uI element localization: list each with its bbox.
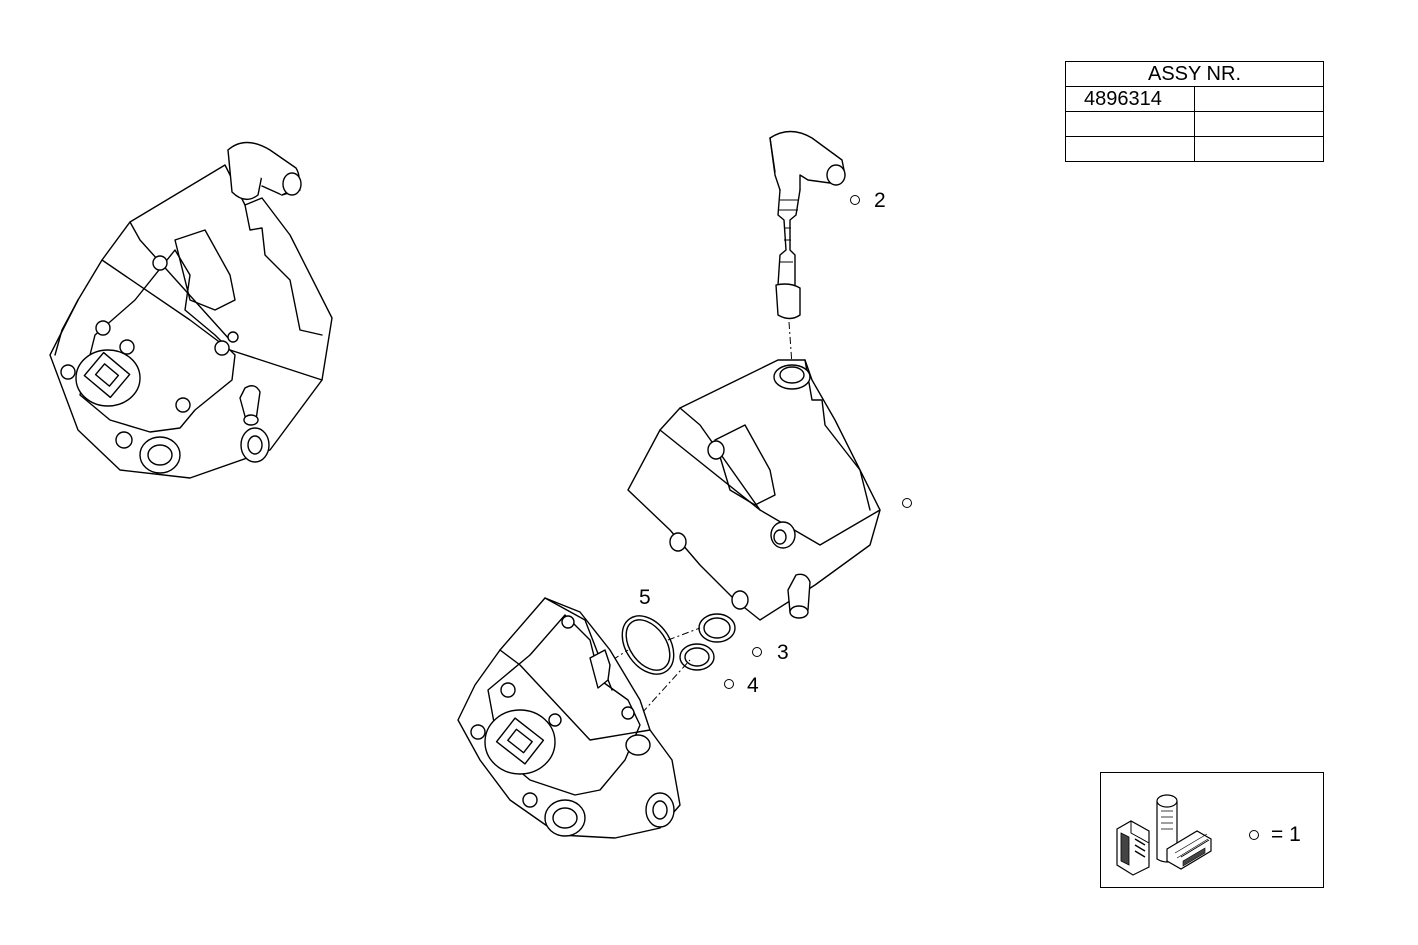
assembly-line — [788, 321, 793, 366]
assy-cell — [1194, 111, 1324, 137]
circle-icon — [724, 679, 734, 689]
spout-pipe-part — [769, 130, 846, 320]
assembly-line — [667, 627, 701, 641]
callout-5: 5 — [639, 586, 651, 609]
circle-icon — [752, 647, 762, 657]
housing-body-part — [627, 359, 881, 621]
assembled-housing — [49, 141, 333, 479]
circle-icon — [850, 195, 860, 205]
seal-ring-5 — [621, 615, 675, 675]
callout-3: 3 — [752, 641, 789, 664]
assy-number-cell: 4896314 — [1065, 86, 1195, 112]
svg-text:3: 3 — [777, 641, 789, 664]
legend-equals-text: = 1 — [1271, 823, 1301, 846]
svg-text:4: 4 — [747, 674, 759, 697]
seal-ring-3 — [698, 613, 736, 643]
manual-books-icon — [1116, 794, 1212, 876]
legend-box: = 1 — [1100, 772, 1324, 888]
circle-icon — [902, 498, 912, 508]
cover-plate-part — [457, 597, 681, 839]
callout-2: 2 — [850, 189, 886, 212]
svg-text:5: 5 — [639, 586, 651, 609]
assembly-line — [631, 659, 691, 725]
legend-equation: = 1 — [1249, 823, 1301, 847]
svg-text:2: 2 — [874, 189, 886, 212]
callout-housing — [902, 498, 912, 508]
assy-cell — [1065, 111, 1195, 137]
assy-number-table: ASSY NR. 4896314 — [1065, 61, 1324, 162]
assy-table-header: ASSY NR. — [1065, 61, 1324, 87]
assy-cell — [1065, 136, 1195, 162]
assy-cell — [1194, 86, 1324, 112]
assy-cell — [1194, 136, 1324, 162]
seal-ring-4 — [679, 643, 715, 671]
circle-icon — [1249, 830, 1259, 841]
callout-4: 4 — [724, 674, 759, 697]
